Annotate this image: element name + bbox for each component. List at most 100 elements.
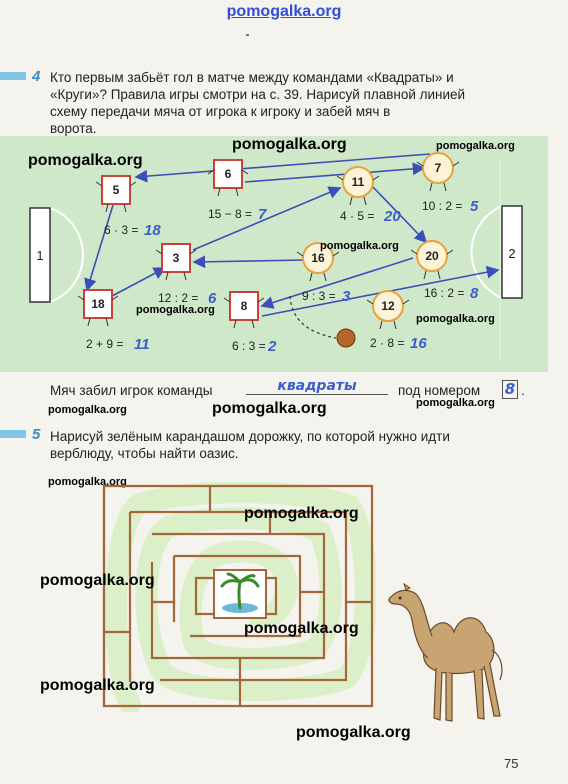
watermark-bottom[interactable]: pomogalka.org: [296, 724, 411, 741]
square-player-3: [161, 243, 191, 273]
square-player-8: [229, 291, 259, 321]
square-player-6-number: 6: [225, 167, 232, 181]
watermark-answer-right[interactable]: pomogalka.org: [416, 397, 495, 409]
watermark-maze-2[interactable]: pomogalka.org: [40, 572, 155, 589]
square-player-5-number: 5: [113, 183, 120, 197]
ball: [336, 328, 356, 348]
right-penalty-arc: [470, 205, 503, 299]
camel-tail: [491, 649, 503, 681]
answer-12: 16: [410, 335, 427, 352]
task-4-text: Кто первым забьёт гол в матче между кома…: [50, 69, 522, 137]
pass-arrow: [192, 255, 306, 269]
task-5-tab: [0, 430, 26, 438]
square-player-18: [83, 289, 113, 319]
expr-8: 6 : 3 =: [232, 339, 266, 353]
task-4-line-4: ворота.: [50, 121, 97, 136]
expr-18: 2 + 9 =: [86, 337, 123, 351]
answer-20: 8: [470, 285, 479, 302]
watermark-maze-3[interactable]: pomogalka.org: [244, 620, 359, 637]
expr-12: 2 · 8 =: [370, 336, 404, 350]
watermark-field-5[interactable]: pomogalka.org: [136, 304, 215, 316]
watermark-maze-1[interactable]: pomogalka.org: [244, 505, 359, 522]
goal-right: [501, 205, 523, 299]
answer-7: 5: [470, 198, 479, 215]
expr-16: 9 : 3 =: [302, 289, 336, 303]
left-penalty-arc: [49, 207, 84, 303]
circle-player-20: [416, 240, 448, 272]
pass-arrows: [84, 153, 500, 317]
task-5-text: Нарисуй зелёным карандашом дорожку, по к…: [50, 428, 522, 462]
watermark-field-3[interactable]: pomogalka.org: [28, 152, 143, 169]
watermark-answer-center[interactable]: pomogalka.org: [212, 400, 327, 417]
camel-body: [422, 617, 495, 675]
maze: [102, 482, 376, 712]
answer-8: 2: [267, 338, 277, 355]
watermark-answer-left[interactable]: pomogalka.org: [48, 404, 127, 416]
circle-player-7: [422, 152, 454, 184]
task-4-line-3: схему передачи мяча от игрока к игроку и…: [50, 104, 391, 119]
task-4-line-1: Кто первым забьёт гол в матче между кома…: [50, 70, 454, 85]
answer-18: 11: [134, 336, 150, 353]
task-4-line-2: «Круги»? Правила игры смотри на с. 39. Н…: [50, 87, 466, 102]
goal-right-label: 2: [508, 246, 515, 261]
maze-walls: [102, 484, 374, 708]
circle-players: [302, 152, 454, 322]
dashed-ball-path: [289, 295, 337, 339]
task-4-tab: [0, 72, 26, 80]
expr-20: 16 : 2 =: [424, 286, 464, 300]
goal-left-label: 1: [36, 248, 43, 263]
expr-11: 4 · 5 =: [340, 209, 374, 223]
camel-illustration: [388, 582, 503, 722]
soccer-field: 1 2: [0, 136, 548, 372]
pass-arrow: [134, 153, 431, 183]
camel-leg-front: [433, 667, 443, 721]
square-players: [83, 159, 259, 321]
top-dot: [246, 34, 249, 36]
answer-word: квадраты: [277, 378, 357, 394]
watermark-field-2[interactable]: pomogalka.org: [436, 140, 515, 152]
square-player-18-number: 18: [91, 297, 105, 311]
camel-eye: [398, 596, 402, 600]
watermark-field-6[interactable]: pomogalka.org: [416, 313, 495, 325]
goal-left: [29, 207, 51, 303]
answer-middle: под номером: [398, 383, 481, 398]
page-number: 75: [504, 756, 519, 771]
watermark-maze-4[interactable]: pomogalka.org: [40, 677, 155, 694]
answer-number-box: 8: [502, 380, 518, 399]
square-player-6: [213, 159, 243, 189]
camel-leg-back-2: [483, 663, 501, 717]
answer-3: 6: [208, 290, 217, 307]
task-4-number: 4: [32, 68, 41, 85]
pass-arrow: [192, 186, 342, 251]
camel-neck: [388, 589, 433, 659]
pass-arrow: [260, 257, 414, 309]
circle-player-12: [372, 290, 404, 322]
pass-arrow: [371, 185, 428, 244]
circle-player-20-number: 20: [425, 249, 439, 263]
field-background: [0, 136, 548, 372]
answer-11: 20: [383, 208, 401, 225]
task-5-line-1: Нарисуй зелёным карандашом дорожку, по к…: [50, 429, 450, 444]
square-player-3-number: 3: [173, 251, 180, 265]
top-watermark[interactable]: pomogalka.org: [226, 3, 342, 20]
player-limbs: [77, 161, 460, 330]
square-player-5: [101, 175, 131, 205]
circle-player-11-number: 11: [352, 175, 365, 189]
answer-blank: квадраты: [246, 378, 388, 395]
camel-leg-front-2: [445, 672, 453, 722]
watermark-field-1[interactable]: pomogalka.org: [232, 136, 347, 153]
watermark-field-4[interactable]: pomogalka.org: [320, 240, 399, 252]
answer-prefix: Мяч забил игрок команды: [50, 383, 213, 398]
pass-arrow: [84, 204, 114, 292]
circle-player-16-number: 16: [311, 251, 325, 265]
answer-end: .: [521, 383, 525, 398]
camel-leg-back: [473, 669, 485, 720]
palm-tree-icon: [220, 572, 260, 610]
answer-16: 3: [342, 288, 351, 305]
task-5-line-2: верблюду, чтобы найти оазис.: [50, 446, 239, 461]
expr-7: 10 : 2 =: [422, 199, 462, 213]
answer-5: 18: [144, 222, 161, 239]
pass-arrow: [111, 267, 167, 297]
expr-6: 15 − 8 =: [208, 207, 252, 221]
circle-player-12-number: 12: [381, 299, 395, 313]
